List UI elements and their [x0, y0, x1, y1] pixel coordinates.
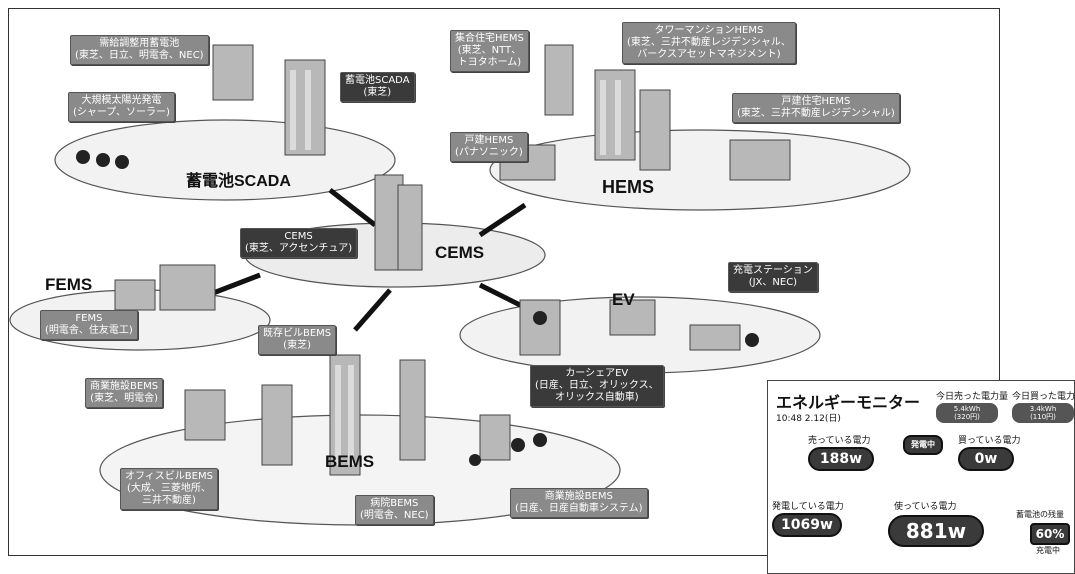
using-label: 使っている電力 — [894, 502, 957, 512]
buying-value: 0w — [958, 447, 1014, 471]
box-scada-toshiba: 蓄電池SCADA(東芝) — [340, 72, 415, 102]
selling-value: 188w — [808, 447, 874, 471]
bought-today-value: 3.4kWh(110円) — [1012, 403, 1074, 423]
box-bems-hospital: 病院BEMS(明電舎、NEC) — [355, 495, 434, 525]
battery-label: 蓄電池の残量 — [1016, 510, 1064, 519]
monitor-title: エネルギーモニター — [776, 393, 921, 412]
box-supply-battery: 需給調整用蓄電池(東芝、日立、明電舎、NEC) — [70, 35, 209, 65]
sold-today-value: 5.4kWh(320円) — [936, 403, 998, 423]
box-cems: CEMS(東芝、アクセンチュア) — [240, 228, 358, 258]
region-label-fems: FEMS — [45, 275, 93, 294]
box-hems-detached: 戸建住宅HEMS(東芝、三井不動産レジデンシャル) — [732, 93, 900, 123]
battery-value: 60% — [1030, 523, 1070, 545]
box-hems-toyota: 戸建HEMS(パナソニック) — [450, 132, 528, 162]
buying-label: 買っている電力 — [958, 436, 1021, 446]
region-label-scada: 蓄電池SCADA — [186, 173, 291, 190]
region-label-ev: EV — [612, 290, 635, 309]
box-hems-tower: タワーマンションHEMS(東芝、三井不動産レジデンシャル、バークスアセットマネジ… — [622, 22, 796, 64]
generating-value: 1069w — [772, 513, 842, 537]
region-label-hems: HEMS — [602, 177, 655, 197]
box-charging-station: 充電ステーション(JX、NEC) — [728, 262, 818, 292]
monitor-datetime: 10:48 2.12(日) — [776, 414, 841, 424]
power-center-badge: 発電中 — [903, 435, 943, 455]
box-carshare-ev: カーシェアEV(日産、日立、オリックス、オリックス自動車) — [530, 365, 664, 407]
region-label-bems: BEMS — [325, 452, 375, 471]
box-bems-office: オフィスビルBEMS(大成、三菱地所、三井不動産) — [120, 468, 218, 510]
diagram-frame — [8, 8, 1000, 556]
box-hems-complex: 集合住宅HEMS(東芝、NTT、トヨタホーム) — [450, 30, 529, 72]
sold-today-label: 今日売った電力量 — [936, 392, 1009, 402]
box-fems: FEMS(明電舎、住友電工) — [40, 310, 138, 340]
box-bems-shopping: 商業施設BEMS(日産、日産自動車システム) — [510, 488, 648, 518]
using-value: 881w — [888, 515, 984, 547]
energy-monitor-panel: エネルギーモニター 10:48 2.12(日) 今日売った電力量 今日買った電力… — [767, 380, 1075, 574]
selling-label: 売っている電力 — [808, 436, 871, 446]
bought-today-label: 今日買った電力量 — [1012, 392, 1075, 402]
charging-label: 充電中 — [1036, 546, 1060, 555]
region-label-cems: CEMS — [435, 243, 485, 262]
box-solar-plant: 大規模太陽光発電(シャープ、ソーラー) — [68, 92, 175, 122]
box-bems-existing: 既存ビルBEMS(東芝) — [258, 325, 337, 355]
box-bems-commercial: 商業施設BEMS(東芝、明電舎) — [85, 378, 164, 408]
generating-label: 発電している電力 — [772, 502, 844, 512]
